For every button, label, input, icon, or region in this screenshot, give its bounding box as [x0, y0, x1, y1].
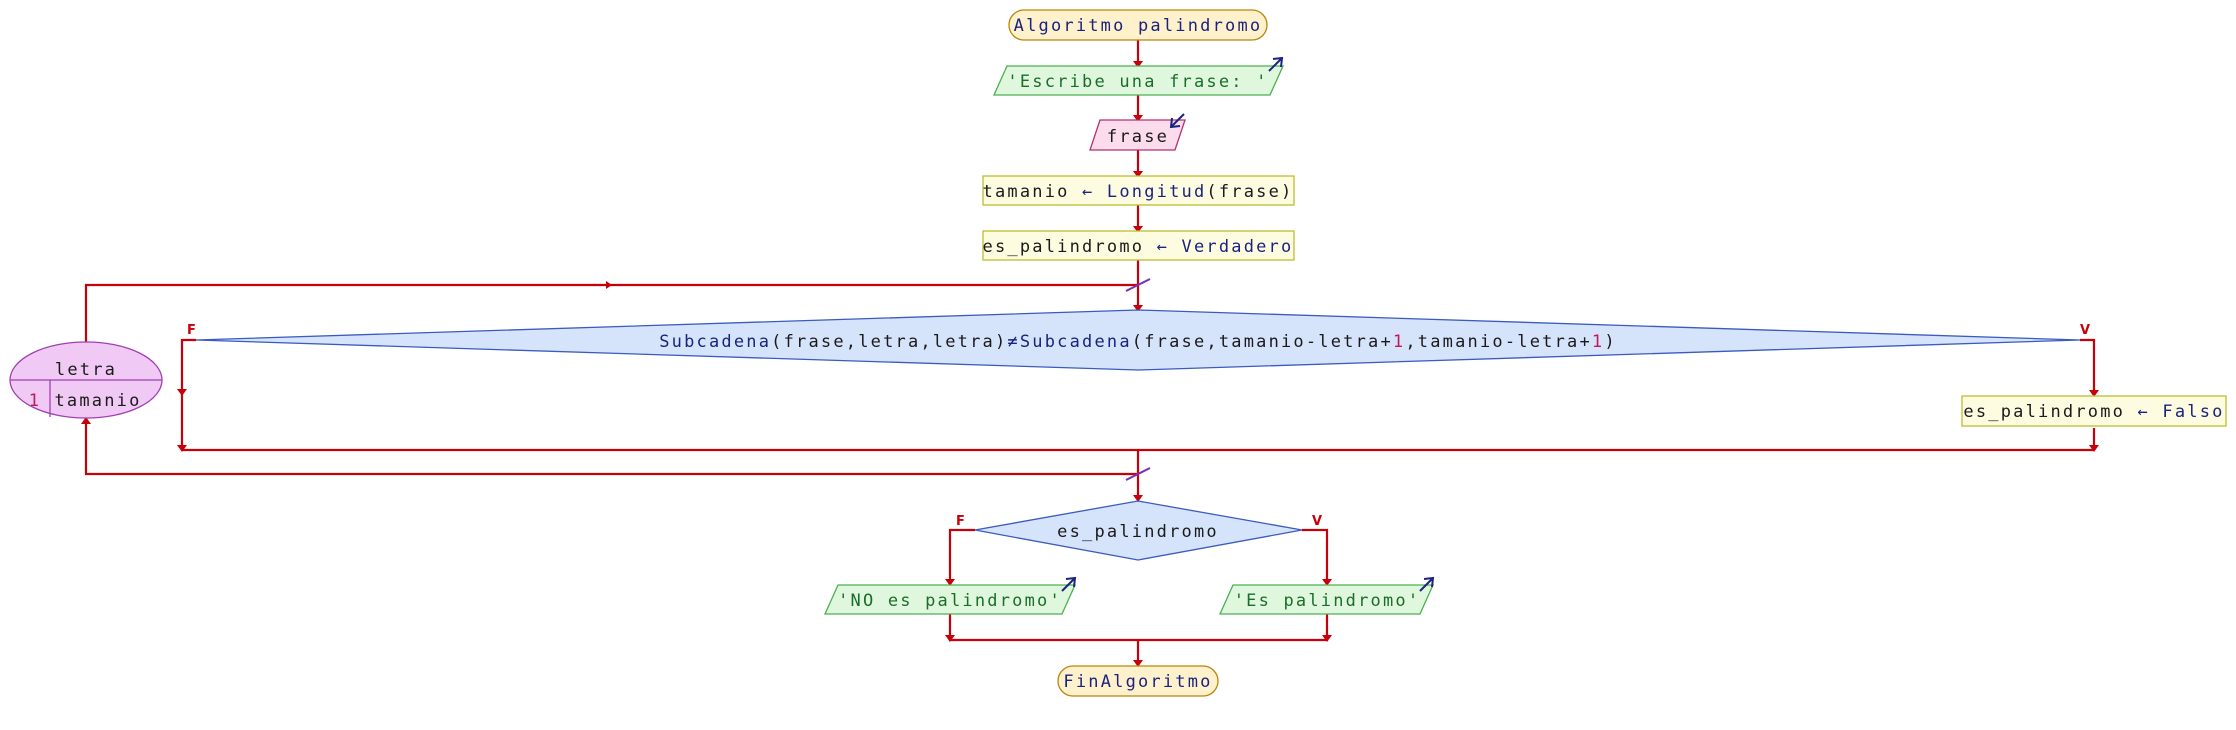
- arrowhead: [1322, 635, 1332, 642]
- condition-es-palindromo[interactable]: es_palindromo F V: [956, 500, 1322, 561]
- condition-subcadena[interactable]: Subcadena(frase,letra,letra)≠Subcadena(f…: [187, 309, 2090, 371]
- arrowhead: [945, 635, 955, 642]
- end-terminal[interactable]: FinAlgoritmo: [1057, 665, 1219, 697]
- output-shape: [823, 584, 1077, 615]
- flow-lines: [84, 40, 2096, 665]
- arrowhead: [1133, 61, 1143, 68]
- write-prompt-label: 'Escribe una frase: ': [1007, 72, 1268, 92]
- end-label: FinAlgoritmo: [1063, 672, 1212, 692]
- loop-to: tamanio: [54, 391, 141, 411]
- input-arrow-icon: [1169, 113, 1185, 129]
- arrowhead: [1133, 495, 1143, 502]
- write-no-label: 'NO es palindromo': [838, 591, 1062, 611]
- condition-subcadena-text: Subcadena(frase,letra,letra)≠Subcadena(f…: [659, 332, 1617, 352]
- cond-args: ,tamanio-letra+: [1405, 332, 1592, 352]
- condition-es-palindromo-text: es_palindromo: [1057, 522, 1219, 542]
- arrowhead: [81, 417, 91, 424]
- cond2-true-label: V: [1312, 514, 1322, 529]
- output-arrow-icon: [1268, 56, 1284, 72]
- cond2-merge-line: [948, 614, 1329, 642]
- assign-value: Verdadero: [1182, 237, 1294, 257]
- cond-num: 1: [1592, 332, 1604, 352]
- cond-args: ): [1604, 332, 1616, 352]
- arrowhead: [2089, 445, 2099, 452]
- cond-args: (frase,letra,letra): [771, 332, 1007, 352]
- output-arrow-icon: [1061, 576, 1077, 592]
- arrowhead: [606, 281, 612, 289]
- assign-es-palindromo-false-block[interactable]: es_palindromo ← Falso: [1961, 395, 2227, 427]
- cond1-false-branch: [180, 338, 196, 450]
- process-shape: [1961, 395, 2227, 427]
- start-terminal[interactable]: Algoritmo palindromo: [1008, 9, 1268, 41]
- assign-falso-text: es_palindromo ← Falso: [1963, 402, 2224, 422]
- assign-tamanio-block[interactable]: tamanio ← Longitud(frase): [982, 175, 1295, 206]
- assign-value: Falso: [2162, 402, 2224, 422]
- assign-var: tamanio: [983, 182, 1070, 202]
- cond-op: ≠: [1007, 332, 1019, 352]
- start-label: Algoritmo palindromo: [1014, 16, 1263, 36]
- cond1-true-branch: [2080, 338, 2096, 395]
- arrowhead: [945, 579, 955, 586]
- cond-num: 1: [1393, 332, 1405, 352]
- input-shape: [1089, 119, 1186, 151]
- assign-var: es_palindromo: [983, 237, 1145, 257]
- cond2-false-label: F: [956, 514, 965, 529]
- arrowhead: [1133, 115, 1143, 122]
- assign-verdadero-text: es_palindromo ← Verdadero: [983, 237, 1294, 257]
- assign-tamanio-text: tamanio ← Longitud(frase): [983, 182, 1294, 202]
- cond1-true-label: V: [2080, 323, 2090, 338]
- assign-arrow: ←: [2138, 402, 2150, 422]
- arrowhead: [1322, 579, 1332, 586]
- loop-from: 1: [29, 391, 41, 411]
- read-frase-block[interactable]: frase: [1089, 113, 1186, 151]
- output-arrow-icon: [1419, 576, 1435, 592]
- assign-var: es_palindromo: [1963, 402, 2125, 422]
- output-shape: [992, 65, 1285, 96]
- cond-args: (frase,tamanio-letra+: [1132, 332, 1393, 352]
- process-shape: [982, 175, 1295, 206]
- loop-junction-mark-bottom: [1125, 467, 1151, 481]
- loop-bottom-line: [84, 418, 1138, 476]
- start-shape: [1008, 9, 1268, 41]
- arrowhead: [1133, 171, 1143, 178]
- cond2-true-branch: [1302, 528, 1329, 584]
- for-loop-node[interactable]: letra 1 tamanio: [9, 341, 163, 419]
- arrowhead: [1133, 660, 1143, 667]
- arrowheads: [81, 61, 2099, 667]
- write-no-palindromo-block[interactable]: 'NO es palindromo': [823, 576, 1077, 615]
- cond-fn: Subcadena: [1020, 332, 1132, 352]
- output-shape: [1218, 584, 1435, 615]
- assign-arrow: ←: [1157, 237, 1169, 257]
- decision-shape: [974, 500, 1303, 561]
- write-yes-label: 'Es palindromo': [1234, 591, 1421, 611]
- read-frase-label: frase: [1107, 127, 1169, 147]
- assign-fn: Longitud: [1107, 182, 1206, 202]
- arrowhead: [1133, 305, 1143, 312]
- arrowhead: [1133, 226, 1143, 233]
- decision-shape: [195, 309, 2081, 371]
- loop-top-line: [84, 283, 1138, 342]
- write-prompt-block[interactable]: 'Escribe una frase: ': [992, 56, 1285, 96]
- write-es-palindromo-block[interactable]: 'Es palindromo': [1218, 576, 1435, 615]
- end-shape: [1057, 665, 1219, 697]
- loop-var: letra: [55, 360, 117, 380]
- cond1-false-label: F: [187, 323, 196, 338]
- assign-args: (frase): [1206, 182, 1293, 202]
- process-shape: [982, 230, 1295, 261]
- arrowhead: [177, 389, 187, 396]
- cond-fn: Subcadena: [659, 332, 771, 352]
- assign-arrow: ←: [1082, 182, 1094, 202]
- arrowhead: [2089, 390, 2099, 397]
- arrowhead: [177, 445, 187, 452]
- loop-junction-mark-top: [1125, 278, 1151, 292]
- assign-es-palindromo-true-block[interactable]: es_palindromo ← Verdadero: [982, 230, 1295, 261]
- cond2-false-branch: [948, 528, 975, 584]
